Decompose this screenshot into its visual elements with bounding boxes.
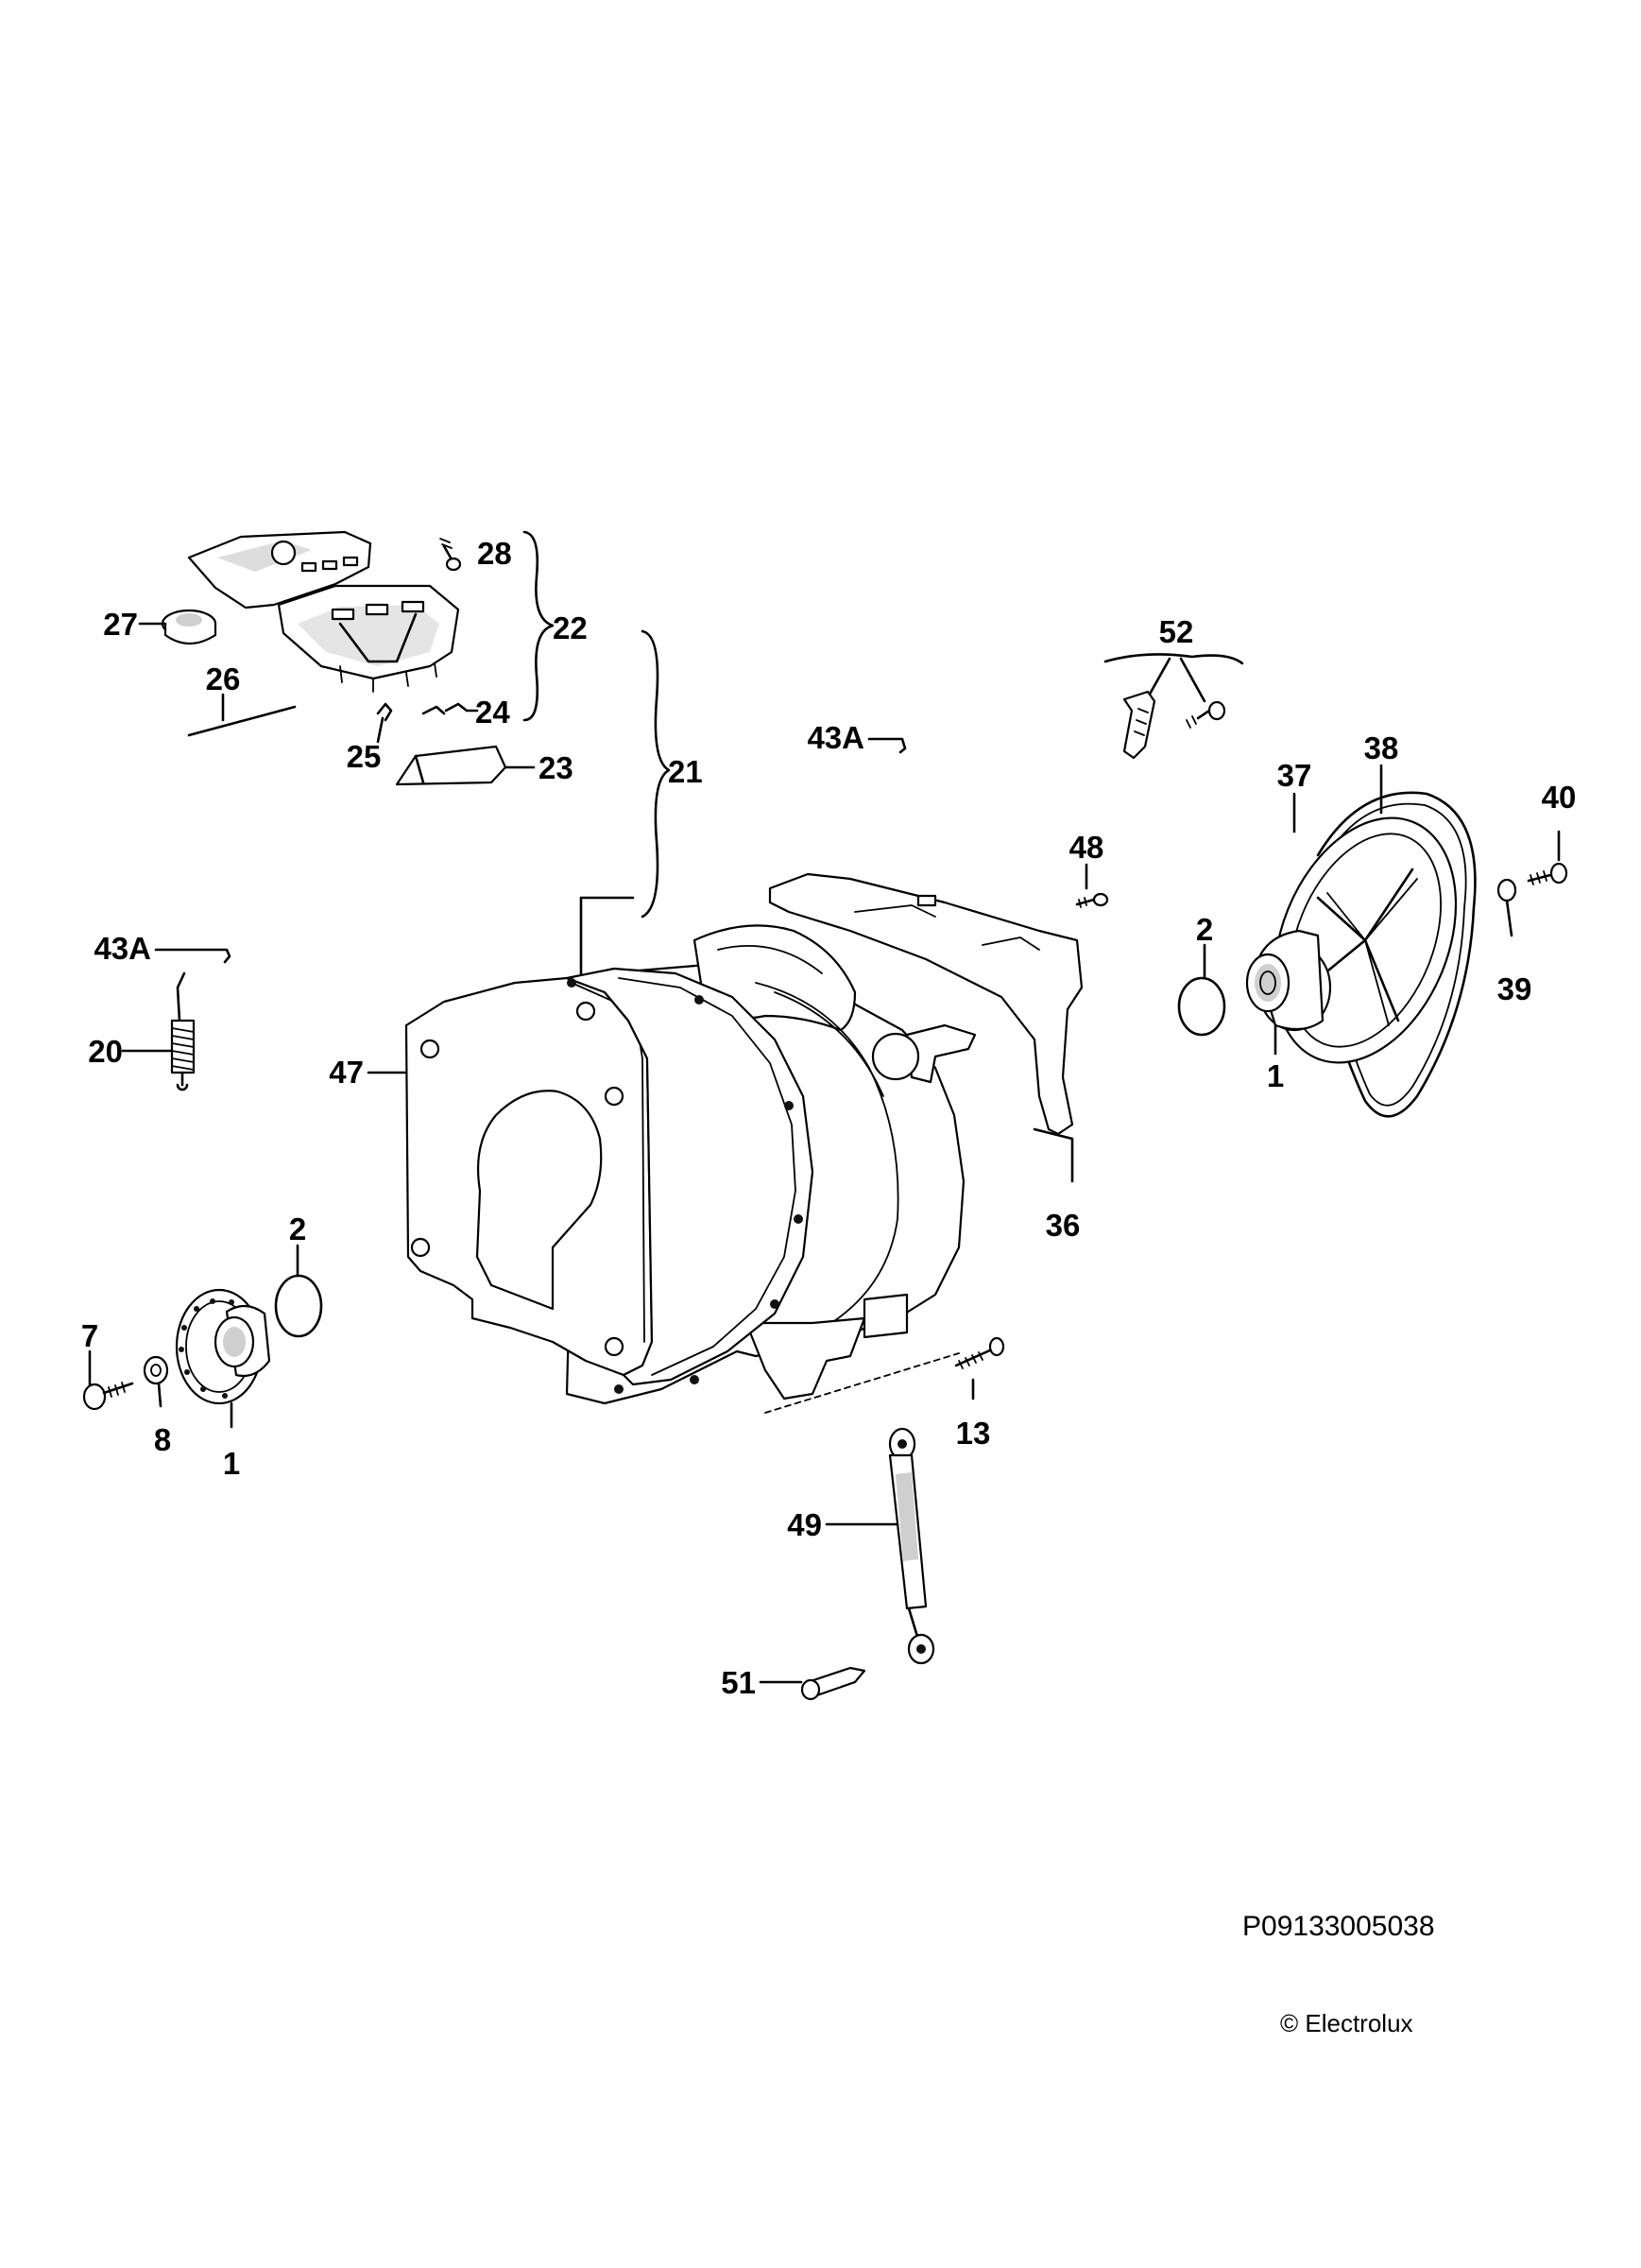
callout-36: 36 bbox=[1046, 1208, 1081, 1243]
callout-21: 21 bbox=[668, 754, 703, 789]
callout-52: 52 bbox=[1159, 614, 1194, 649]
callout-labels: 1 1 2 2 7 8 13 20 21 22 23 24 25 26 27 2… bbox=[81, 536, 1577, 1700]
callout-13: 13 bbox=[956, 1416, 991, 1451]
part-51-pin bbox=[759, 1666, 866, 1701]
callout-49: 49 bbox=[787, 1507, 822, 1542]
leaders-misc bbox=[367, 1071, 1074, 1183]
callout-1-right: 1 bbox=[1267, 1058, 1284, 1093]
callout-39: 39 bbox=[1497, 971, 1532, 1006]
diagram-code: P09133005038 bbox=[1242, 1911, 1435, 1942]
dispenser-assembly bbox=[161, 530, 507, 786]
callout-28: 28 bbox=[477, 536, 512, 571]
part-43a-hook bbox=[867, 737, 907, 754]
part-27-cap bbox=[161, 609, 217, 645]
callout-37: 37 bbox=[1277, 758, 1312, 793]
callout-2-right: 2 bbox=[1196, 912, 1213, 947]
callout-48: 48 bbox=[1069, 830, 1104, 865]
part-24-clips bbox=[421, 702, 469, 715]
callout-2-left: 2 bbox=[289, 1211, 306, 1246]
part-26-rod bbox=[187, 705, 297, 737]
callout-51: 51 bbox=[721, 1665, 756, 1700]
callout-25: 25 bbox=[347, 739, 382, 774]
callout-23: 23 bbox=[538, 750, 573, 785]
callout-8: 8 bbox=[154, 1422, 171, 1457]
part-49-shock-absorber bbox=[825, 1427, 935, 1665]
copyright-notice: © Electrolux bbox=[1280, 2009, 1413, 2037]
callout-43a-left: 43A bbox=[94, 931, 151, 966]
callout-1-left: 1 bbox=[223, 1446, 240, 1481]
callout-22: 22 bbox=[553, 610, 588, 645]
part-28-screw bbox=[439, 538, 462, 572]
callout-47: 47 bbox=[329, 1055, 364, 1090]
part-25-clip bbox=[376, 702, 393, 722]
tub-assembly bbox=[404, 872, 1084, 1414]
bracket-21 bbox=[641, 629, 671, 919]
callout-20: 20 bbox=[88, 1034, 123, 1069]
part-13-bolt bbox=[954, 1336, 1005, 1400]
part-52-hinge bbox=[1103, 653, 1244, 760]
callout-7: 7 bbox=[81, 1318, 98, 1353]
bracket-22 bbox=[522, 530, 555, 722]
bearing-assembly-left bbox=[82, 948, 323, 1429]
callout-43a-upper: 43A bbox=[807, 720, 864, 755]
callout-26: 26 bbox=[206, 662, 241, 696]
callout-40: 40 bbox=[1542, 780, 1577, 815]
callout-27: 27 bbox=[103, 607, 138, 642]
callout-24: 24 bbox=[475, 695, 510, 730]
callout-38: 38 bbox=[1364, 730, 1399, 765]
part-48-screw bbox=[1075, 863, 1109, 908]
pulley-assembly bbox=[1177, 764, 1568, 1118]
part-23-channel bbox=[395, 745, 507, 786]
leaders-upper-left bbox=[138, 622, 635, 985]
